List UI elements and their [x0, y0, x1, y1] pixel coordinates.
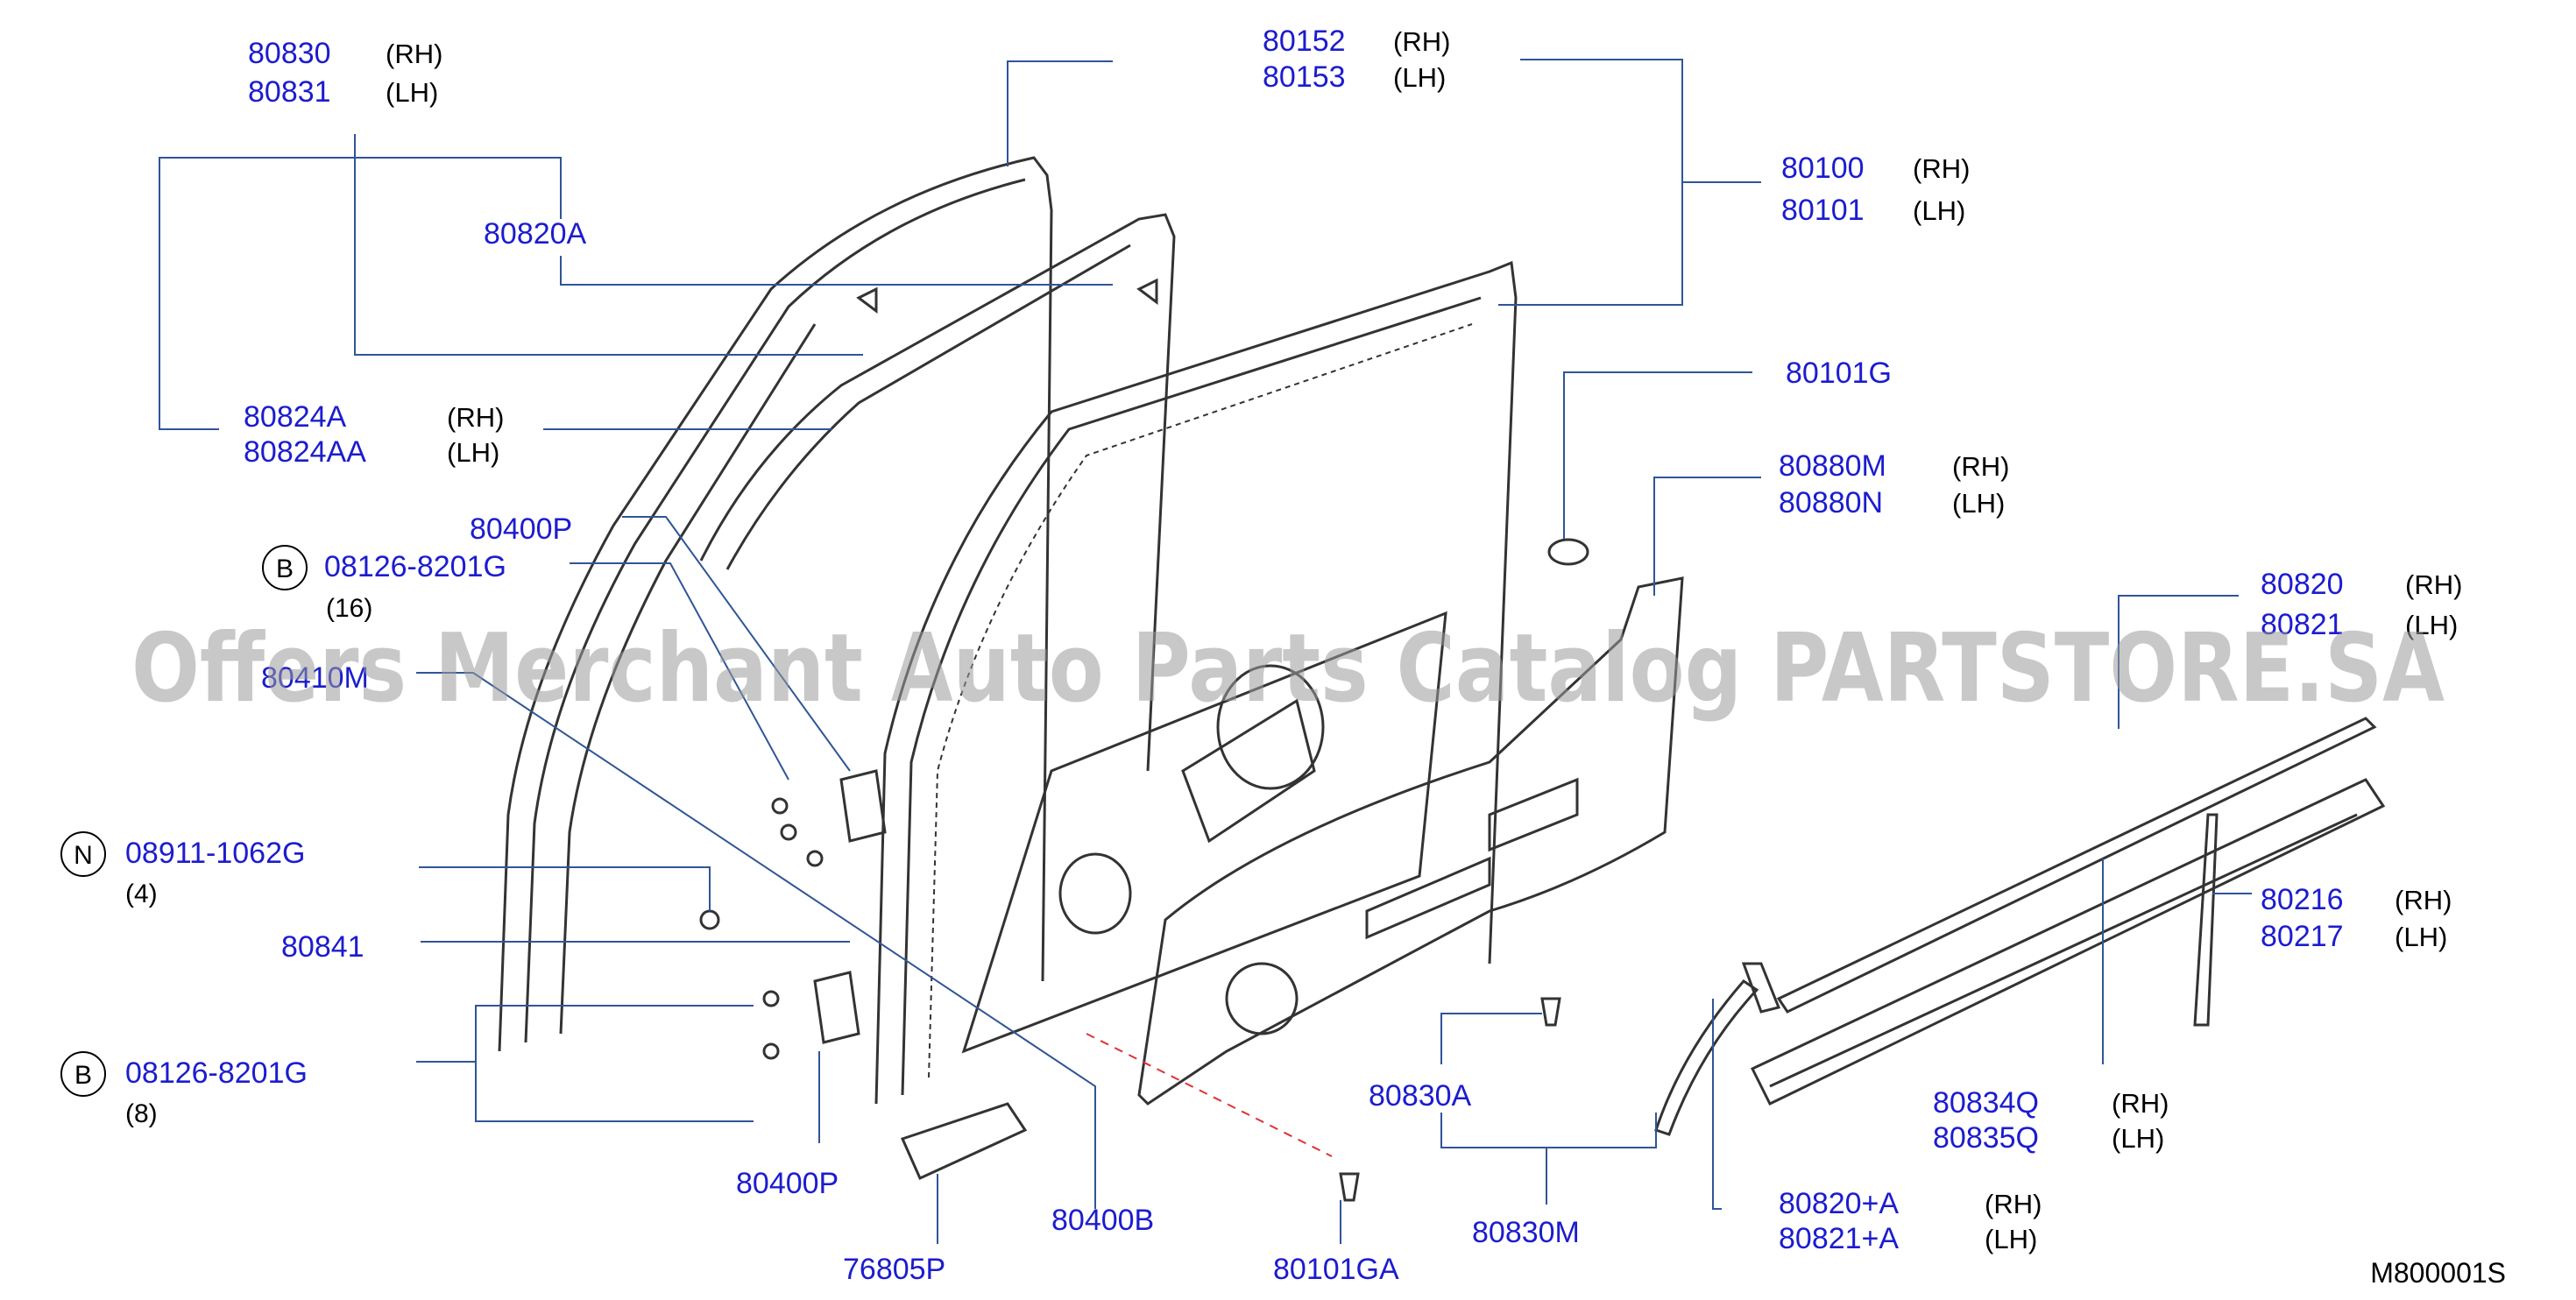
label-76805P[interactable]: 76805P [843, 1253, 945, 1286]
label-80824A[interactable]: 80824A [244, 400, 347, 434]
label-80831-side: (LH) [386, 77, 438, 108]
b-circle-icon [60, 1051, 106, 1097]
label-80821-side: (LH) [2405, 610, 2458, 640]
label-80880M-side: (RH) [1952, 451, 2009, 482]
label-80834Q[interactable]: 80834Q [1933, 1086, 2039, 1120]
label-80834Q-side: (RH) [2112, 1088, 2169, 1119]
b-circle-letter: B [74, 1061, 92, 1090]
bolt-b-callout-bottom: B 08126-8201G (8) [60, 1051, 308, 1128]
label-80821[interactable]: 80821 [2261, 608, 2344, 641]
label-80830M[interactable]: 80830M [1472, 1216, 1580, 1249]
label-08126-8201G-top[interactable]: 08126-8201G [324, 550, 506, 583]
label-80100-side: (RH) [1913, 153, 1970, 184]
qty-4: (4) [125, 880, 158, 908]
qty-16: (16) [326, 594, 372, 623]
label-80101GA[interactable]: 80101GA [1273, 1253, 1399, 1286]
part-labels: 80830 (RH) 80831 (LH) 80152 (RH) 80153 (… [60, 25, 2506, 1289]
label-80830[interactable]: 80830 [248, 37, 331, 70]
label-80216[interactable]: 80216 [2261, 883, 2344, 916]
watermark: Offers Merchant Auto Parts Catalog PARTS… [131, 614, 2445, 724]
label-80824AA[interactable]: 80824AA [244, 435, 366, 469]
label-80101[interactable]: 80101 [1781, 194, 1865, 227]
label-80101G[interactable]: 80101G [1786, 357, 1892, 390]
label-80400B[interactable]: 80400B [1051, 1204, 1154, 1237]
label-08911-1062G[interactable]: 08911-1062G [125, 837, 305, 870]
diagram-code: M800001S [2370, 1257, 2506, 1289]
label-80880M[interactable]: 80880M [1779, 449, 1886, 483]
door-parts-illustration [498, 156, 2386, 1202]
n-circle-letter: N [74, 841, 93, 870]
qty-8: (8) [125, 1099, 158, 1128]
label-80820-plus-A-side: (RH) [1985, 1189, 2042, 1219]
label-80820[interactable]: 80820 [2261, 568, 2344, 601]
label-80830A[interactable]: 80830A [1369, 1079, 1472, 1113]
label-80880N[interactable]: 80880N [1779, 486, 1883, 519]
label-80216-side: (RH) [2395, 885, 2452, 915]
label-80217-side: (LH) [2395, 922, 2447, 952]
label-80101-side: (LH) [1913, 195, 1965, 226]
label-80410M[interactable]: 80410M [261, 661, 369, 695]
label-80824A-side: (RH) [447, 402, 504, 433]
label-80880N-side: (LH) [1952, 488, 2005, 519]
label-80820-plus-A[interactable]: 80820+A [1779, 1187, 1899, 1220]
b-circle-icon [262, 545, 308, 590]
bolt-b-callout-top: B 08126-8201G (16) [262, 545, 506, 623]
label-80841[interactable]: 80841 [281, 930, 364, 964]
label-80152[interactable]: 80152 [1263, 25, 1346, 58]
label-80152-side: (RH) [1393, 26, 1450, 57]
label-80824AA-side: (LH) [447, 437, 499, 468]
label-80100[interactable]: 80100 [1781, 152, 1865, 185]
label-80400P-bottom[interactable]: 80400P [736, 1167, 839, 1200]
label-80400P-top[interactable]: 80400P [470, 512, 572, 546]
leader-lines [159, 59, 2252, 1244]
label-08126-8201G-bottom[interactable]: 08126-8201G [125, 1056, 308, 1090]
b-circle-letter: B [276, 555, 294, 583]
label-80217[interactable]: 80217 [2261, 920, 2344, 953]
label-80153[interactable]: 80153 [1263, 60, 1346, 94]
label-80831[interactable]: 80831 [248, 75, 331, 109]
label-80821-plus-A[interactable]: 80821+A [1779, 1222, 1899, 1255]
label-80821-plus-A-side: (LH) [1985, 1224, 2037, 1254]
label-80835Q-side: (LH) [2112, 1123, 2164, 1154]
label-80830-side: (RH) [386, 39, 442, 69]
nut-n-callout: N 08911-1062G (4) [60, 831, 305, 908]
label-80820-side: (RH) [2405, 569, 2462, 600]
label-80153-side: (LH) [1393, 62, 1446, 93]
label-80820A[interactable]: 80820A [484, 217, 587, 251]
label-80835Q[interactable]: 80835Q [1933, 1121, 2039, 1155]
n-circle-icon [60, 831, 106, 877]
